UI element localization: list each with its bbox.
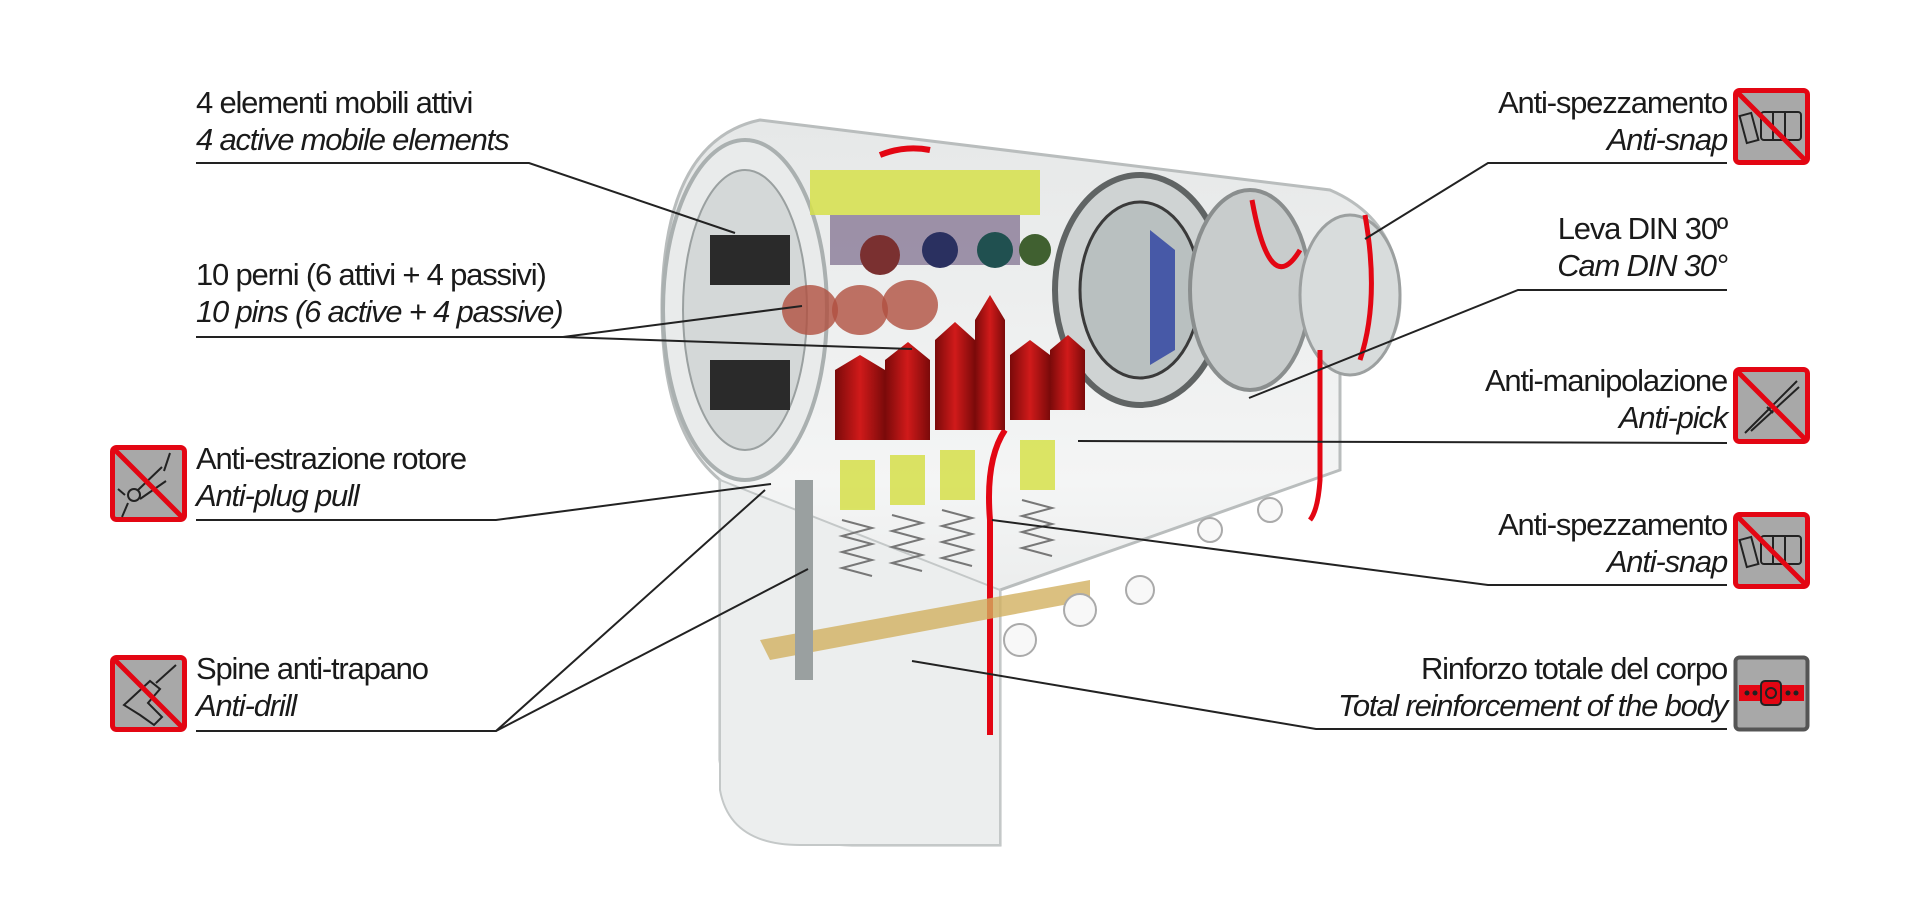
anti-drill-icon xyxy=(110,655,187,732)
callout-pins: 10 perni (6 attivi + 4 passivi) 10 pins … xyxy=(196,256,564,330)
anti-snap-icon xyxy=(1733,88,1810,165)
label-italian: Leva DIN 30º xyxy=(1557,211,1728,246)
label-english: Anti-drill xyxy=(196,688,297,723)
label-english: Anti-snap xyxy=(1606,544,1728,579)
label-english: 10 pins (6 active + 4 passive) xyxy=(196,294,564,329)
anti-pick-icon xyxy=(1733,367,1810,444)
anti-snap-icon xyxy=(1733,512,1810,589)
label-english: 4 active mobile elements xyxy=(196,122,510,157)
callout-anti-snap-top: Anti-spezzamento Anti-snap xyxy=(1498,84,1728,158)
label-english: Anti-pick xyxy=(1618,400,1728,435)
label-italian: 4 elementi mobili attivi xyxy=(196,85,473,120)
label-english: Anti-snap xyxy=(1606,122,1728,157)
callout-cam-din: Leva DIN 30º Cam DIN 30° xyxy=(1557,210,1728,284)
callout-anti-drill: Spine anti-trapano Anti-drill xyxy=(196,650,429,724)
label-italian: Rinforzo totale del corpo xyxy=(1420,651,1728,686)
label-italian: Anti-spezzamento xyxy=(1498,507,1728,542)
label-italian: Spine anti-trapano xyxy=(196,651,429,686)
label-italian: Anti-estrazione rotore xyxy=(196,441,467,476)
label-italian: Anti-spezzamento xyxy=(1498,85,1728,120)
callout-active-mobile-elements: 4 elementi mobili attivi 4 active mobile… xyxy=(196,84,510,158)
label-english: Total reinforcement of the body xyxy=(1337,688,1728,723)
callout-anti-plug-pull: Anti-estrazione rotore Anti-plug pull xyxy=(196,440,467,514)
label-english: Cam DIN 30° xyxy=(1557,248,1728,283)
label-english: Anti-plug pull xyxy=(196,478,360,513)
callout-anti-snap-bottom: Anti-spezzamento Anti-snap xyxy=(1498,506,1728,580)
cylinder-body xyxy=(660,118,1402,847)
callout-anti-pick: Anti-manipolazione Anti-pick xyxy=(1484,362,1728,436)
anti-plug-pull-icon xyxy=(110,445,187,522)
label-italian: 10 perni (6 attivi + 4 passivi) xyxy=(196,257,547,292)
leader-lines xyxy=(196,162,1728,732)
body-reinforcement-icon xyxy=(1733,655,1810,732)
callout-body-reinforcement: Rinforzo totale del corpo Total reinforc… xyxy=(1337,650,1728,724)
label-italian: Anti-manipolazione xyxy=(1484,363,1728,398)
